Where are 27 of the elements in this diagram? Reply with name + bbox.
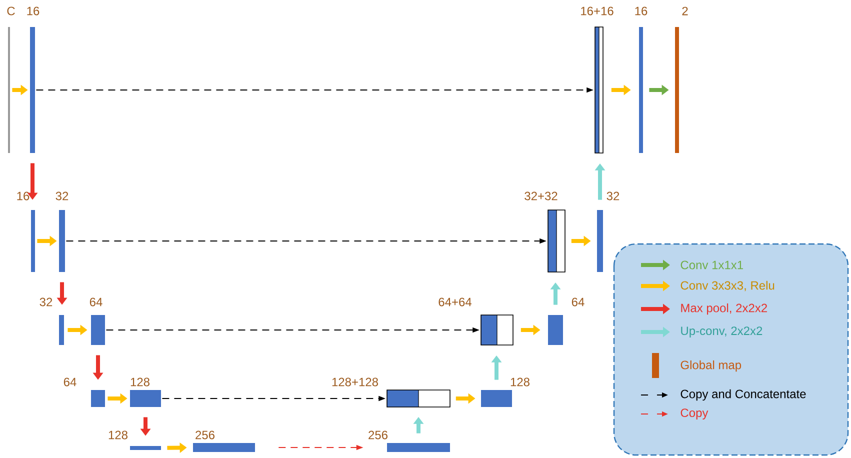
legend-text: Up-conv, 2x2x2 (681, 326, 762, 338)
channel-count: 16 (17, 192, 30, 200)
channel-count: C (7, 6, 15, 16)
legend-text: Conv 3x3x3, Relu (680, 280, 774, 292)
channel-count: 128 (108, 430, 128, 440)
channel-count: 64+64 (438, 298, 472, 306)
legend-text: Copy and Concatentate (680, 389, 806, 401)
channel-count: 16 (635, 6, 648, 16)
channel-count: 64 (90, 298, 102, 306)
channel-count: 256 (196, 430, 214, 440)
channel-count: 32 (56, 192, 68, 200)
channel-count: 16 (27, 6, 40, 16)
channel-count: 32 (606, 192, 620, 200)
channel-count: 128 (130, 378, 150, 386)
channel-count: 2 (682, 6, 688, 16)
legend-text: Global map (680, 360, 742, 372)
channel-count: 128 (510, 378, 530, 386)
channel-count: 64 (572, 298, 584, 306)
legend-text: Conv 1x1x1 (680, 260, 743, 270)
channel-count: 16+16 (581, 6, 614, 16)
channel-count: 64 (64, 378, 76, 386)
channel-count: 32+32 (524, 192, 558, 200)
legend-text: Copy (680, 408, 708, 420)
channel-count: 32 (40, 298, 52, 306)
channel-count: 128+128 (332, 378, 378, 386)
channel-count: 256 (368, 430, 388, 440)
legend-text: Max pool, 2x2x2 (681, 303, 767, 315)
